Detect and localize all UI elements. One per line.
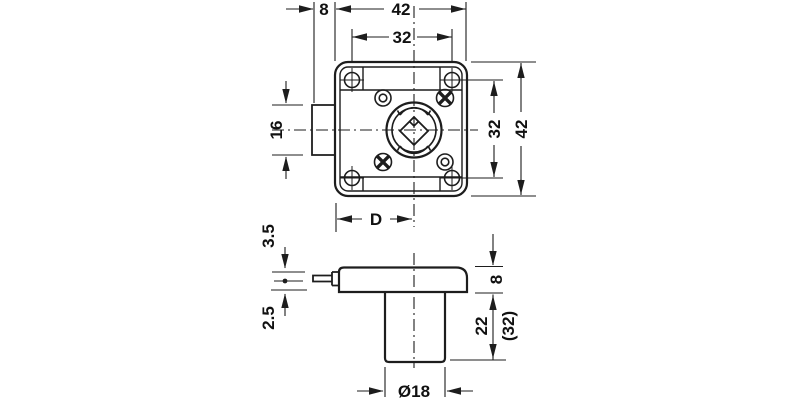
- mounting-screw-holes: [340, 68, 464, 190]
- dimension-lines: [271, 2, 536, 397]
- dim-label-body-width: 42: [392, 0, 411, 19]
- dim-label-bolt-height: 16: [267, 121, 286, 140]
- dim-label-cylinder-length: 22: [472, 317, 491, 336]
- pin-holes: [374, 89, 454, 171]
- case-plate: [337, 266, 469, 294]
- phillips-screws: [373, 88, 455, 172]
- dim-label-cylinder-diameter: Ø18: [398, 382, 430, 400]
- dim-label-cylinder-length-alt: (32): [499, 311, 518, 341]
- top-view: [272, 6, 478, 227]
- lock-body-inner-edge: [339, 66, 463, 192]
- dim-label-body-height: 42: [512, 120, 531, 139]
- bolt-tongue: [312, 271, 339, 287]
- dim-label-screw-spacing-v: 32: [485, 120, 504, 139]
- reference-dot: [282, 278, 288, 284]
- dimension-labels: 8 42 32 16 32 42 D 3.5 2.5 8 22 (32) Ø18: [259, 0, 531, 400]
- cylinder-body: [383, 292, 447, 364]
- side-view: [312, 253, 469, 368]
- dim-label-backset: D: [370, 210, 382, 229]
- dim-label-screw-spacing-h: 32: [393, 28, 412, 47]
- dim-label-case-thickness: 8: [487, 275, 506, 284]
- dim-label-bolt-protrusion: 8: [319, 0, 328, 19]
- corner-notch-lines: [362, 67, 441, 191]
- dim-label-travel-upper: 3.5: [259, 224, 278, 248]
- dim-label-travel-lower: 2.5: [259, 306, 278, 330]
